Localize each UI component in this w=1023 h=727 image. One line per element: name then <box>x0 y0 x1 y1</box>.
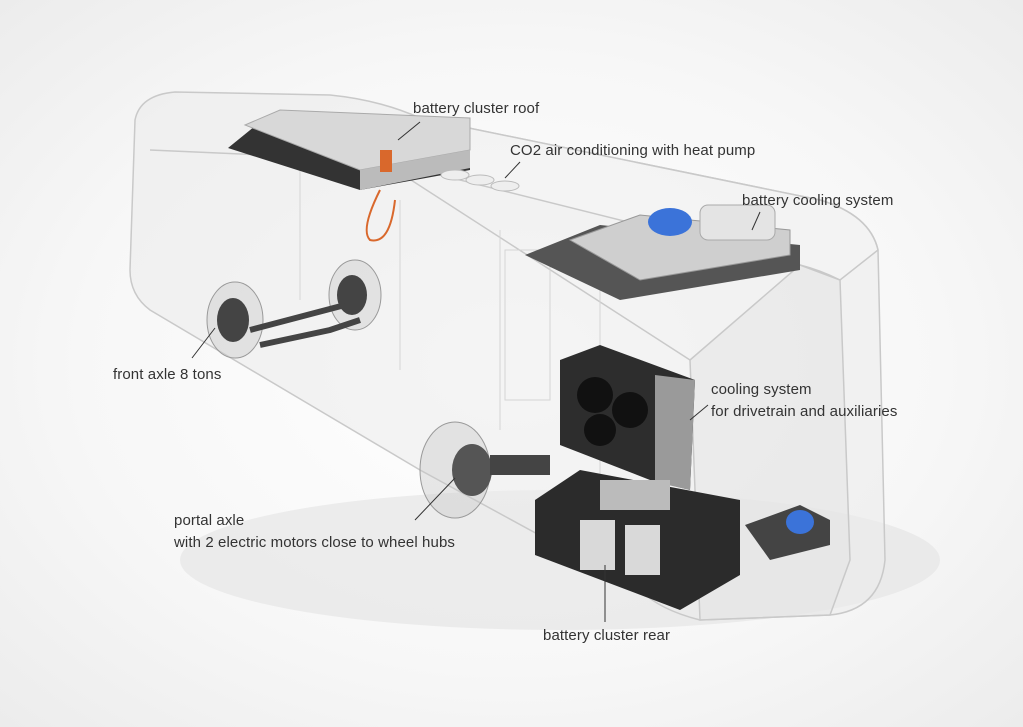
label-portal-axle: portal axle with 2 electric motors close… <box>174 510 455 554</box>
battery-cluster-roof <box>228 109 471 190</box>
auxiliary-motor <box>745 505 830 560</box>
label-front-axle: front axle 8 tons <box>113 366 222 383</box>
label-co2-air-conditioning: CO2 air conditioning with heat pump <box>510 142 756 159</box>
label-cooling-system-line2: for drivetrain and auxiliaries <box>711 403 898 420</box>
leader-front-axle <box>191 327 216 359</box>
front-axle <box>206 259 382 359</box>
label-battery-cluster-roof: battery cluster roof <box>413 100 540 117</box>
leader-cooling-system <box>689 404 709 421</box>
leader-co2-ac <box>504 161 521 179</box>
leader-battery-cooling <box>751 211 761 231</box>
label-cooling-system-line1: cooling system <box>711 381 812 398</box>
battery-cluster-rear <box>535 470 740 610</box>
leader-portal-axle <box>414 477 456 521</box>
high-voltage-cable <box>365 189 396 242</box>
label-battery-cooling-system: battery cooling system <box>742 192 894 209</box>
label-portal-axle-line2: with 2 electric motors close to wheel hu… <box>174 534 455 551</box>
label-cooling-system: cooling system for drivetrain and auxili… <box>711 379 897 423</box>
leader-battery-cluster-roof <box>397 121 421 141</box>
battery-cooling-system <box>525 204 800 300</box>
leader-lines <box>191 121 761 622</box>
label-portal-axle-line1: portal axle <box>174 512 245 529</box>
portal-axle <box>419 421 550 519</box>
co2-air-conditioning <box>440 169 520 192</box>
cooling-system-drivetrain <box>560 345 695 490</box>
label-battery-cluster-rear: battery cluster rear <box>543 627 671 644</box>
